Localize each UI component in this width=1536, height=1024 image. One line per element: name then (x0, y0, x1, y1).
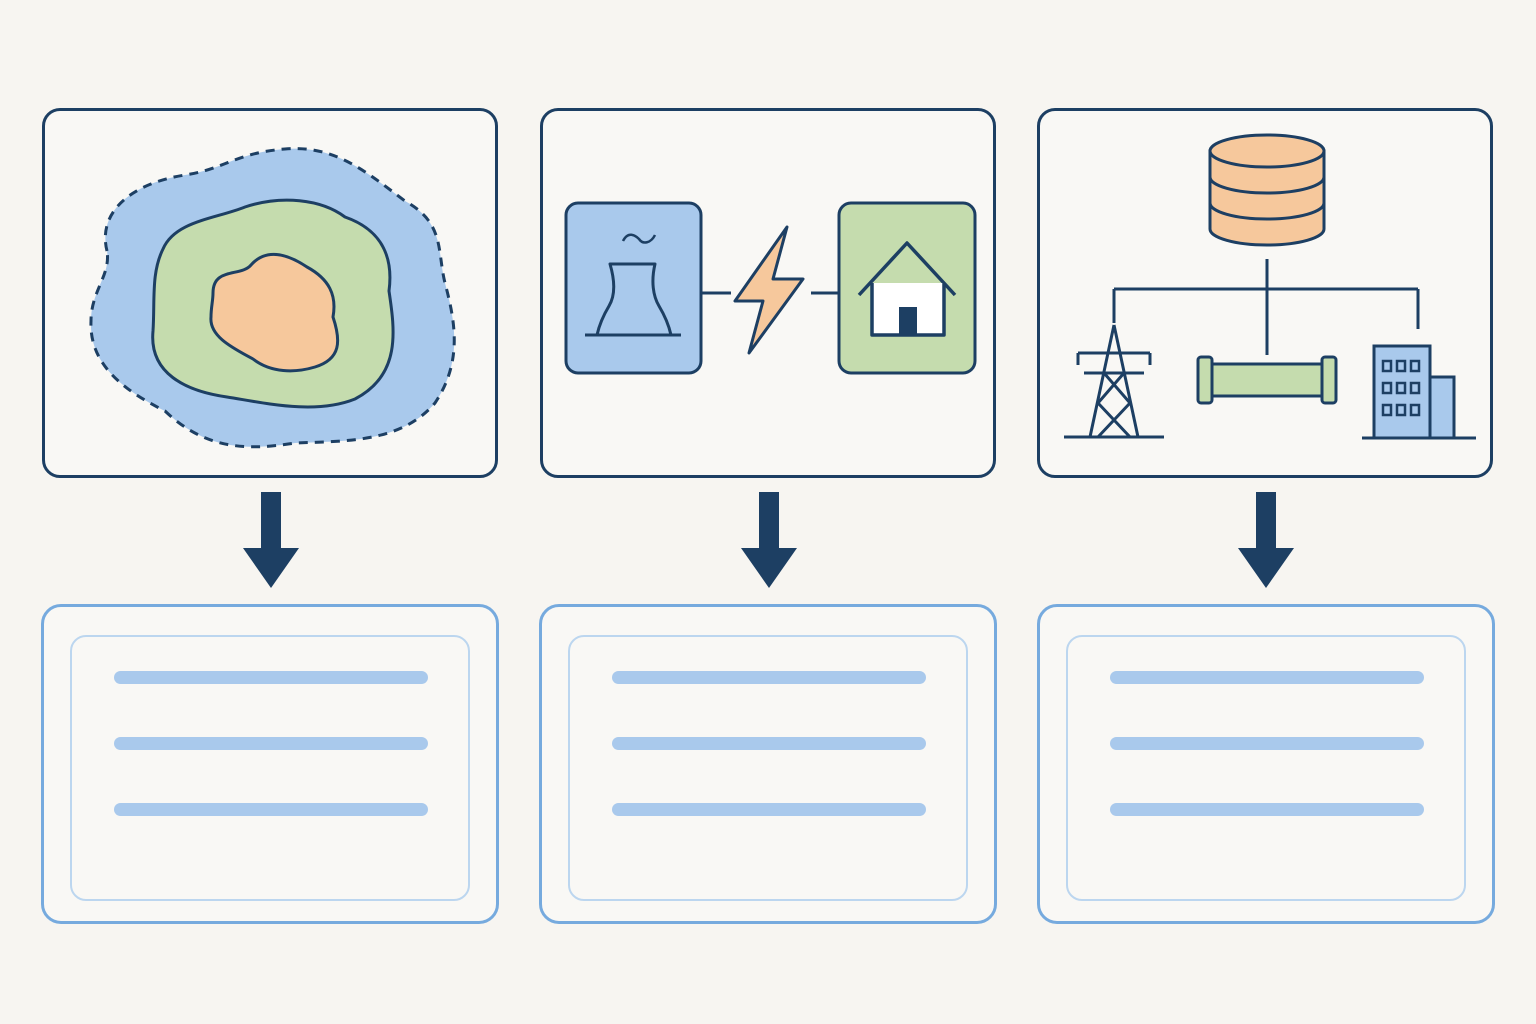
output-card-3 (1037, 604, 1495, 924)
power-plant-icon (564, 201, 703, 375)
down-arrow-icon (1238, 492, 1294, 588)
placeholder-text-line (1110, 803, 1424, 816)
down-arrow-icon (243, 492, 299, 588)
zones-panel (42, 108, 498, 478)
output-card-1 (41, 604, 499, 924)
transmission-tower-icon (1064, 324, 1164, 439)
card-inner-frame (568, 635, 968, 901)
down-arrow-icon (741, 492, 797, 588)
placeholder-text-line (114, 737, 428, 750)
house-icon (837, 201, 977, 375)
pipeline-icon (1196, 355, 1338, 405)
database-icon (1208, 133, 1326, 247)
placeholder-text-line (114, 803, 428, 816)
connector-tree (1112, 259, 1420, 355)
output-card-2 (539, 604, 997, 924)
placeholder-text-line (612, 803, 926, 816)
card-inner-frame (1066, 635, 1466, 901)
placeholder-text-line (1110, 737, 1424, 750)
lightning-bolt-icon (733, 225, 805, 355)
card-inner-frame (70, 635, 470, 901)
infrastructure-panel (1037, 108, 1493, 478)
placeholder-text-line (612, 671, 926, 684)
placeholder-text-line (1110, 671, 1424, 684)
concentric-zones-map-icon (89, 147, 456, 449)
office-building-icon (1362, 344, 1476, 440)
placeholder-text-line (612, 737, 926, 750)
power-flow-panel (540, 108, 996, 478)
placeholder-text-line (114, 671, 428, 684)
